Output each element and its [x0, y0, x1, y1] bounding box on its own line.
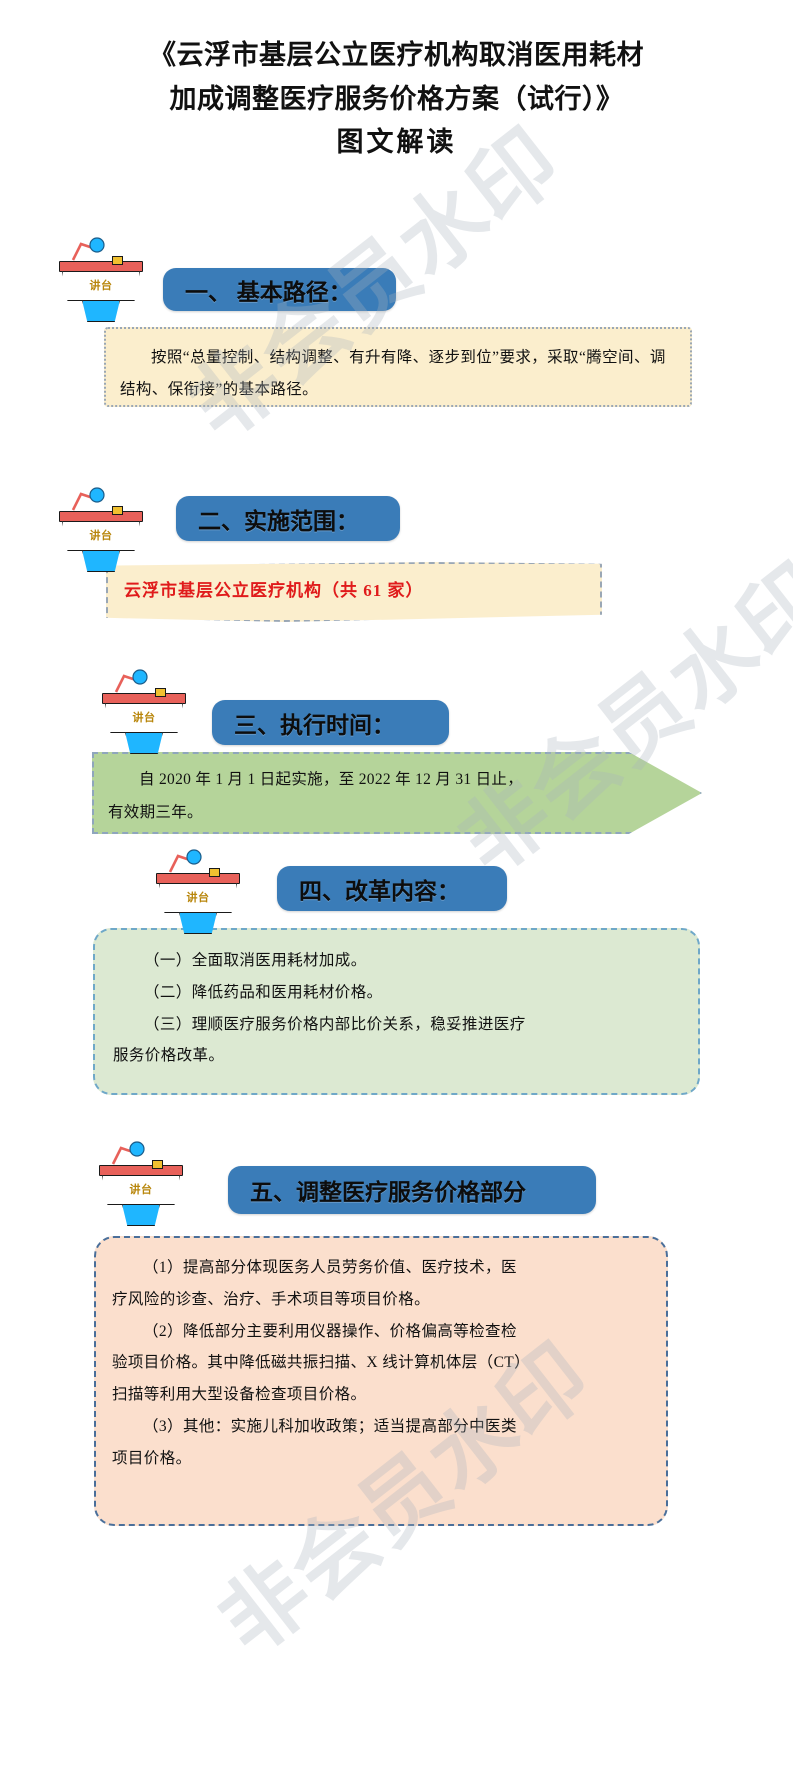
document-title: 《云浮市基层公立医疗机构取消医用耗材 加成调整医疗服务价格方案（试行）》 图文解… — [0, 34, 793, 165]
paragraph: 有效期三年。 — [108, 803, 203, 821]
paragraph: （三）理顺医疗服务价格内部比价关系，稳妥推进医疗 — [144, 1015, 526, 1033]
section-content-2: 云浮市基层公立医疗机构（共 61 家） — [106, 562, 602, 622]
podium-stem — [82, 300, 120, 322]
podium-desk — [99, 1165, 183, 1176]
section-heading-4[interactable]: 四、改革内容： — [277, 866, 507, 911]
podium-stem — [179, 912, 217, 934]
section-heading-2[interactable]: 二、实施范围： — [176, 496, 400, 541]
section-heading-label: 四、改革内容： — [299, 878, 460, 904]
podium-clip — [152, 1160, 163, 1169]
paragraph: 按照“总量控制、结构调整、有升有降、逐步到位”要求，采取“腾空间、调结构、保衔接… — [120, 349, 666, 398]
paragraph: 疗风险的诊查、治疗、手术项目等项目价格。 — [112, 1290, 431, 1308]
paragraph: （3）其他：实施儿科加收政策；适当提高部分中医类 — [143, 1417, 517, 1435]
podium-icon-3: 讲台 — [98, 666, 190, 754]
title-line-3: 图文解读 — [336, 127, 457, 158]
podium-icon-4: 讲台 — [152, 846, 244, 934]
section-heading-label: 五、调整医疗服务价格部分 — [250, 1180, 526, 1205]
section-heading-5[interactable]: 五、调整医疗服务价格部分 — [228, 1166, 596, 1214]
section-heading-label: 二、实施范围： — [198, 508, 359, 534]
podium-stem — [82, 550, 120, 572]
podium-label: 讲台 — [129, 1184, 153, 1196]
paragraph: 自 2020 年 1 月 1 日起实施，至 2022 年 12 月 31 日止， — [139, 771, 524, 788]
microphone-icon — [168, 849, 202, 873]
paragraph: 服务价格改革。 — [113, 1047, 225, 1065]
section-heading-3[interactable]: 三、执行时间： — [212, 700, 449, 745]
podium-body — [62, 521, 140, 551]
paragraph: 扫描等利用大型设备检查项目价格。 — [112, 1386, 367, 1404]
podium-icon-1: 讲台 — [55, 234, 147, 322]
podium-desk — [156, 873, 240, 884]
podium-icon-2: 讲台 — [55, 484, 147, 572]
paragraph: （二）降低药品和医用耗材价格。 — [144, 983, 383, 1001]
podium-desk — [59, 511, 143, 522]
section-heading-label: 三、执行时间： — [234, 712, 395, 738]
podium-clip — [112, 506, 123, 515]
podium-stem — [125, 732, 163, 754]
paragraph: 项目价格。 — [112, 1449, 192, 1467]
arrow-text-body: 自 2020 年 1 月 1 日起实施，至 2022 年 12 月 31 日止，… — [92, 752, 702, 841]
podium-desk — [102, 693, 186, 704]
section-content-3: 自 2020 年 1 月 1 日起实施，至 2022 年 12 月 31 日止，… — [92, 752, 702, 834]
paragraph: （1）提高部分体现医务人员劳务价值、医疗技术，医 — [143, 1259, 517, 1276]
title-line-1: 《云浮市基层公立医疗机构取消医用耗材 — [149, 40, 644, 70]
section-content-4: （一）全面取消医用耗材加成。 （二）降低药品和医用耗材价格。 （三）理顺医疗服务… — [93, 928, 700, 1095]
paragraph: 云浮市基层公立医疗机构（共 61 家） — [124, 581, 424, 600]
section-content-5: （1）提高部分体现医务人员劳务价值、医疗技术，医 疗风险的诊查、治疗、手术项目等… — [94, 1236, 668, 1526]
podium-label: 讲台 — [89, 530, 113, 542]
microphone-icon — [71, 487, 105, 511]
podium-label: 讲台 — [89, 280, 113, 292]
paragraph: （2）降低部分主要利用仪器操作、价格偏高等检查检 — [143, 1322, 517, 1340]
microphone-icon — [71, 237, 105, 261]
title-line-2: 加成调整医疗服务价格方案（试行）》 — [169, 83, 624, 114]
podium-clip — [155, 688, 166, 697]
microphone-icon — [114, 669, 148, 693]
section-heading-1[interactable]: 一、 基本路径： — [163, 268, 396, 311]
podium-clip — [209, 868, 220, 877]
section-heading-label: 一、 基本路径： — [185, 279, 352, 305]
podium-icon-5: 讲台 — [95, 1138, 187, 1226]
paragraph: （一）全面取消医用耗材加成。 — [144, 952, 367, 969]
podium-label: 讲台 — [186, 892, 210, 904]
podium-label: 讲台 — [132, 712, 156, 724]
podium-desk — [59, 261, 143, 272]
podium-stem — [122, 1204, 160, 1226]
paragraph: 验项目价格。其中降低磁共振扫描、X 线计算机体层（CT） — [112, 1354, 531, 1372]
section-content-1: 按照“总量控制、结构调整、有升有降、逐步到位”要求，采取“腾空间、调结构、保衔接… — [104, 327, 692, 407]
microphone-icon — [111, 1141, 145, 1165]
arrow-shape — [92, 752, 702, 834]
podium-clip — [112, 256, 123, 265]
